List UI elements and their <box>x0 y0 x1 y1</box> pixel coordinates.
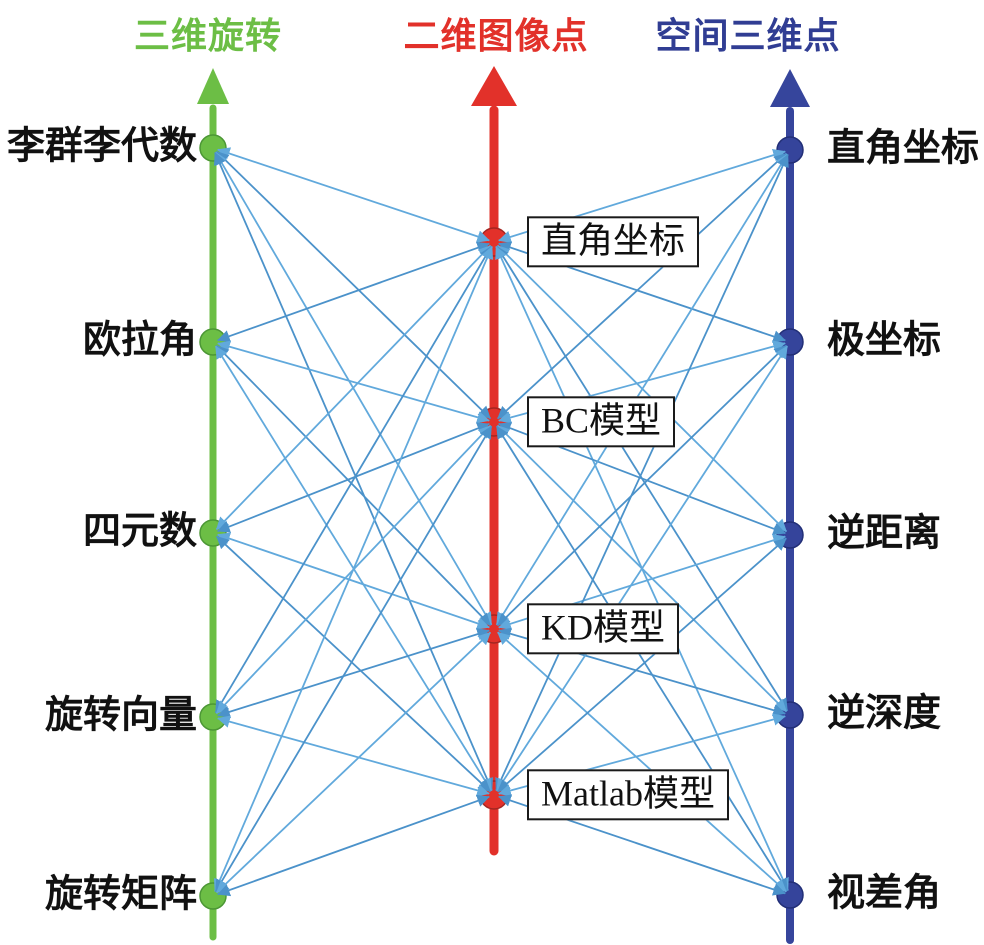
image-2d-node-label-2: KD模型 <box>527 603 679 655</box>
rotation-3d-node-label-0: 李群李代数 <box>6 125 197 168</box>
rotation-3d-node-label-2: 四元数 <box>82 510 197 553</box>
link-rotation-3d-2-image-2d-1 <box>217 422 490 533</box>
image-2d-node-label-3: Matlab模型 <box>527 769 729 821</box>
rotation-3d-node-label-1: 欧拉角 <box>82 319 197 362</box>
link-rotation-3d-4-image-2d-0 <box>213 246 494 892</box>
image-2d-node-label-0: 直角坐标 <box>527 216 700 268</box>
link-rotation-3d-0-image-2d-3 <box>213 152 494 791</box>
link-rotation-3d-4-image-2d-3 <box>217 794 490 897</box>
space-3d-node-label-0: 直角坐标 <box>827 127 980 170</box>
link-image-2d-1-space-3d-4 <box>495 425 789 892</box>
image-2d-node-label-1: BC模型 <box>527 396 676 448</box>
rotation-3d-axis-arrowhead-icon <box>197 68 229 104</box>
space-3d-node-label-4: 视差角 <box>827 872 942 915</box>
link-rotation-3d-1-image-2d-0 <box>217 241 490 343</box>
space-3d-axis-arrowhead-icon <box>770 69 810 107</box>
link-rotation-3d-1-image-2d-1 <box>217 340 490 424</box>
rotation-3d-node-label-3: 旋转向量 <box>44 694 197 737</box>
space-3d-node-label-1: 极坐标 <box>827 319 942 362</box>
link-rotation-3d-0-image-2d-1 <box>215 150 492 420</box>
link-image-2d-1-space-3d-0 <box>497 152 787 420</box>
space-3d-node-label-2: 逆距离 <box>827 512 942 555</box>
link-rotation-3d-4-image-2d-2 <box>216 631 491 894</box>
rotation-3d-node-label-4: 旋转矩阵 <box>44 873 197 916</box>
axis-title-rotation-3d: 三维旋转 <box>133 16 283 56</box>
link-rotation-3d-4-image-2d-1 <box>214 425 493 893</box>
axis-title-space-3d: 空间三维点 <box>655 16 841 56</box>
axis-title-image-2d: 二维图像点 <box>403 16 589 56</box>
link-rotation-3d-2-image-2d-2 <box>217 532 490 630</box>
link-rotation-3d-2-image-2d-3 <box>216 535 491 793</box>
link-rotation-3d-3-image-2d-3 <box>217 715 490 797</box>
space-3d-node-label-3: 逆深度 <box>827 692 942 735</box>
image-2d-axis-arrowhead-icon <box>471 66 517 106</box>
links-layer <box>213 147 789 897</box>
link-image-2d-3-space-3d-2 <box>497 537 787 793</box>
